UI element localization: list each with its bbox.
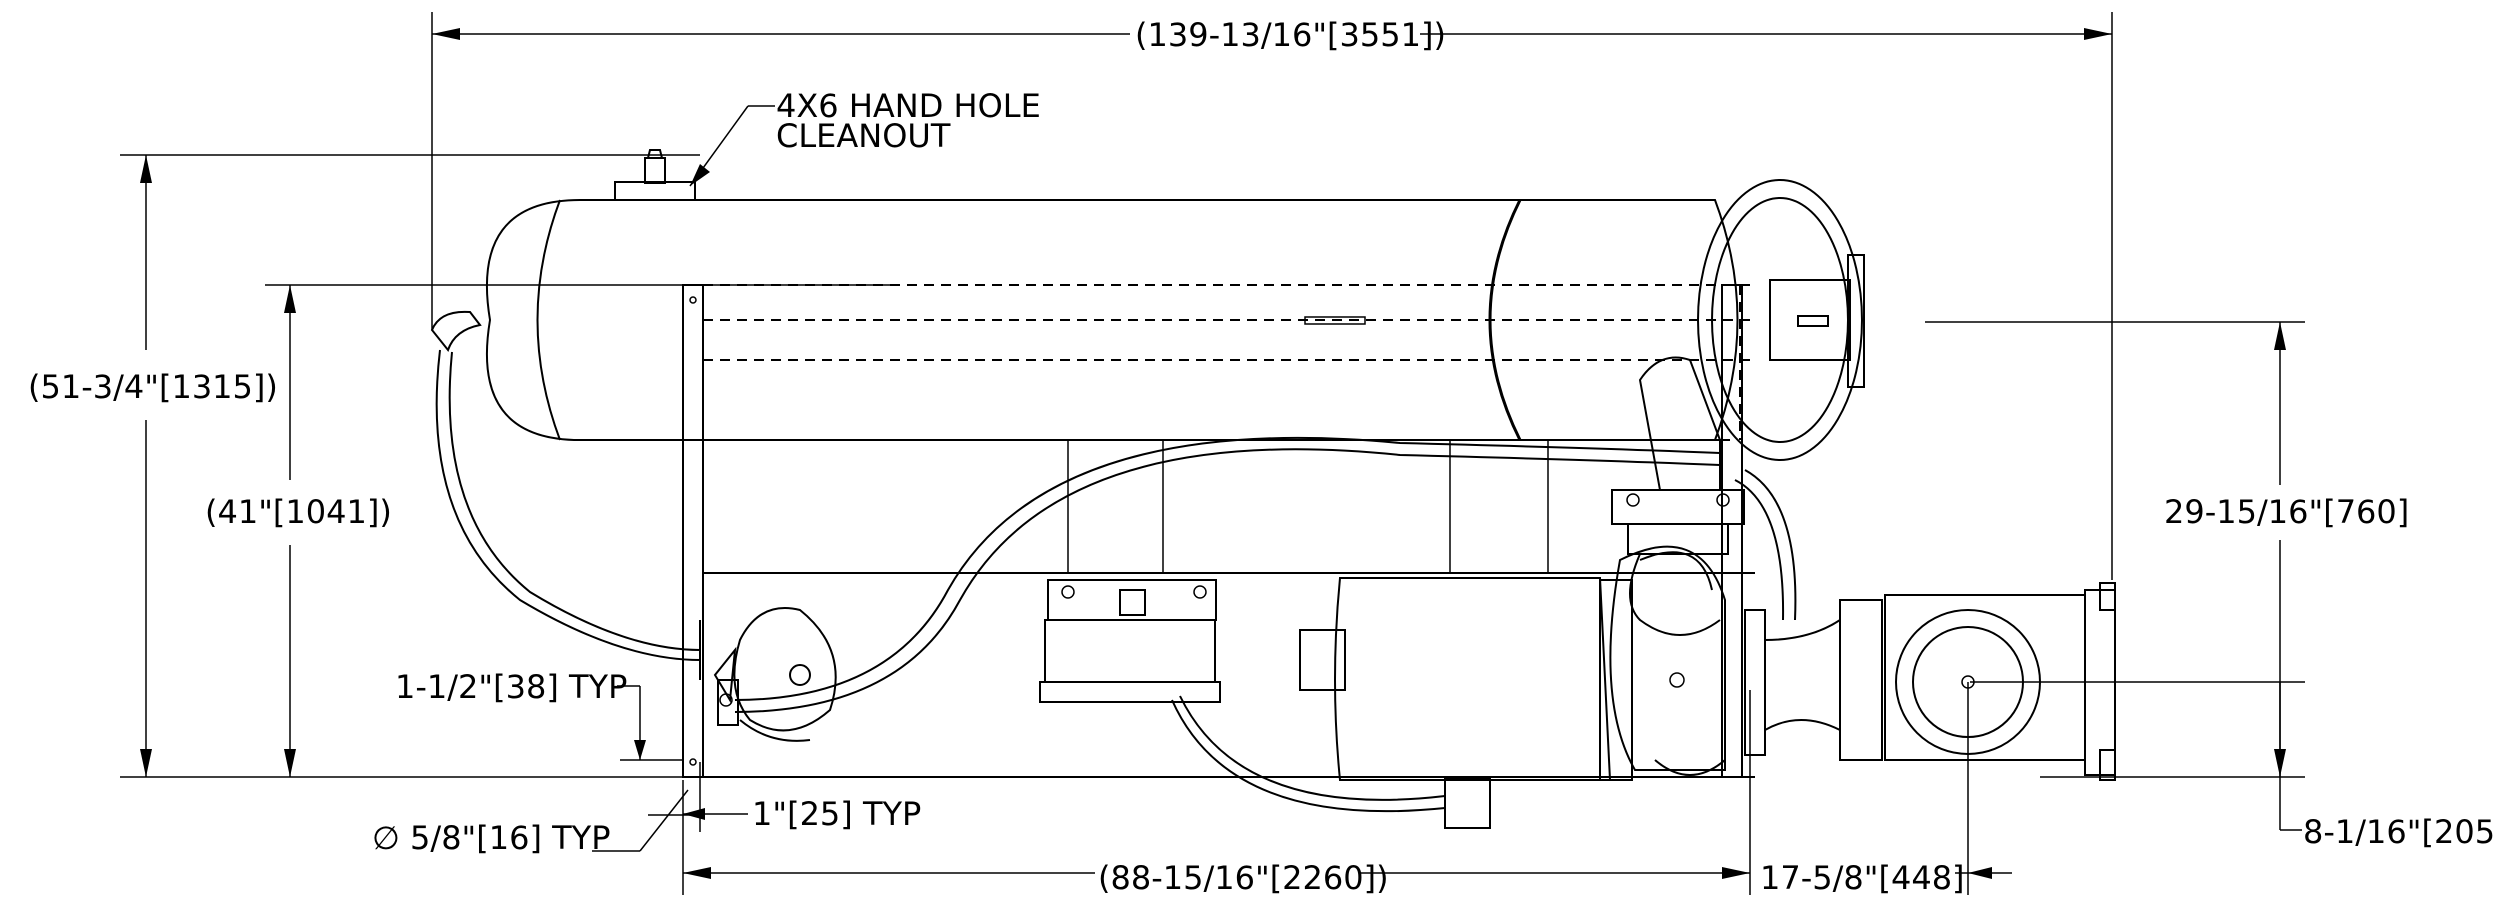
outlet-centerline-label: 8-1/16"[205] (2303, 813, 2493, 851)
float-valve (699, 607, 837, 742)
frame-height-label: (41"[1041]) (205, 493, 392, 531)
pressure-tank (430, 149, 1865, 461)
hand-hole-label-line1: 4X6 HAND HOLE (776, 87, 1041, 125)
outlet-valve (1744, 582, 2116, 781)
outlet-offset-label: 17-5/8"[448] (1760, 859, 1965, 897)
hoses (435, 349, 1797, 829)
pump-motor (1299, 545, 1726, 781)
outlet-height-label: 29-15/16"[760] (2164, 493, 2409, 531)
overall-height-label: (51-3/4"[1315]) (28, 368, 278, 406)
control-panel (1039, 579, 1221, 703)
bolt-edge-distance-label: 1-1/2"[38] TYP (395, 668, 627, 706)
discharge-elbow (1611, 356, 1745, 636)
hand-hole-label-line2: CLEANOUT (776, 117, 951, 155)
bolt-spacing-label: 1"[25] TYP (752, 795, 921, 833)
bolt-hole-dia-label: ∅ 5/8"[16] TYP (372, 819, 611, 857)
overall-length-label: (139-13/16"[3551]) (1135, 16, 1446, 54)
skid-frame (682, 284, 1755, 778)
base-length-label: (88-15/16"[2260]) (1098, 859, 1389, 897)
